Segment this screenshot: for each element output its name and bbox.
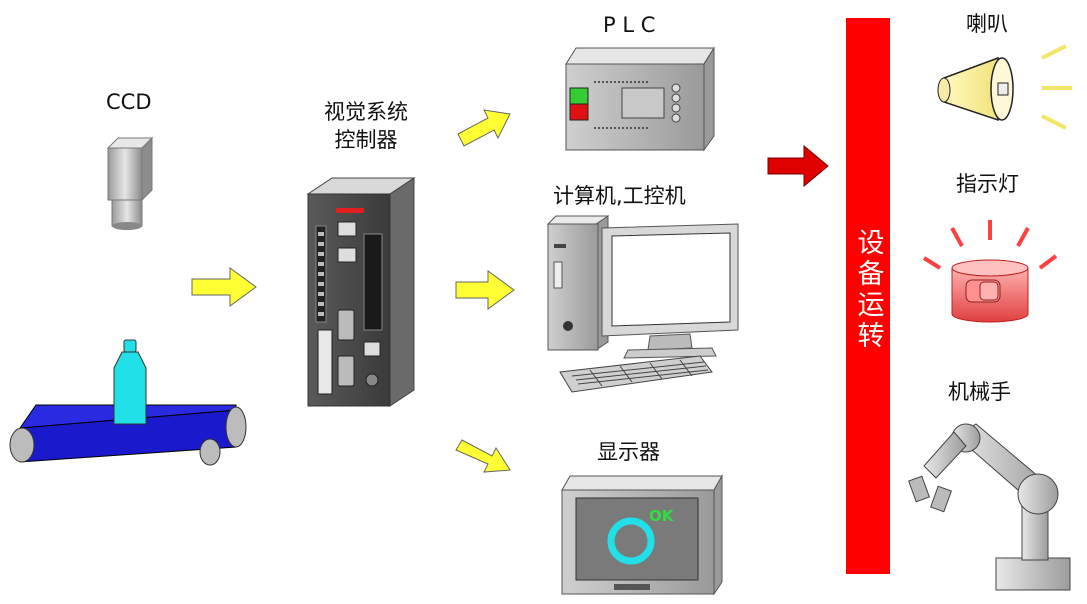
controller-label-line2: 控制器 [334,128,398,152]
warning-light-icon [922,220,1058,323]
display-label: 显示器 [597,440,660,464]
camera-icon [106,136,154,230]
speaker-label: 喇叭 [966,12,1008,36]
arrow-to-computer [455,270,515,310]
monitor-icon [561,474,723,596]
controller-icon [306,177,416,407]
ccd-label: CCD [106,90,152,114]
conveyor-icon [9,404,247,466]
arrow-to-equipment [767,144,829,188]
robot-label: 机械手 [948,380,1011,404]
computer-label: 计算机,工控机 [553,184,686,208]
plc-label: P L C [603,13,656,37]
bottle-icon [113,339,147,425]
arrow-to-controller [191,267,257,307]
robot-arm-icon [908,423,1071,591]
equipment-bar [846,18,890,574]
controller-label-line1: 视觉系统 [324,100,408,124]
equipment-bar-label: 设备运转 [852,228,884,352]
arrow-to-plc [457,109,511,147]
plc-icon [565,46,715,152]
computer-icon [546,215,739,393]
speaker-icon [937,44,1072,130]
arrow-to-display [455,439,511,473]
indicator-label: 指示灯 [956,172,1019,196]
display-ok-status: OK [649,507,674,525]
